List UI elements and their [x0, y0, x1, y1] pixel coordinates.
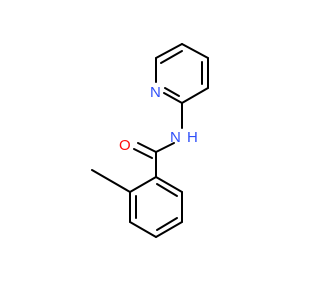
- bond-benzene-1: [155, 176, 183, 193]
- atom-labels: N N H O: [119, 84, 198, 154]
- bond-benzene-6: [129, 176, 157, 193]
- bond-nh-carbonyl: [155, 142, 175, 153]
- atom-label-n-amide: N: [170, 129, 181, 146]
- bond-pyridine-2: [155, 43, 183, 59]
- atom-label-o-carbonyl: O: [119, 137, 131, 154]
- bond-pyridine-2b: [160, 50, 183, 64]
- molecule-structure: N N H O: [91, 43, 209, 238]
- bond-pyridine-6: [163, 92, 183, 104]
- bond-pyridine-6b: [164, 87, 180, 97]
- bond-benzene-3b: [156, 217, 178, 231]
- bond-benzene-4: [129, 221, 157, 238]
- atom-label-n-pyridine: N: [150, 84, 161, 101]
- bond-benzene-1b: [156, 183, 178, 197]
- bond-methyl: [91, 169, 131, 193]
- bond-benzene-3: [155, 221, 183, 238]
- bond-pyridine-5: [181, 87, 209, 104]
- bond-carbonyl-o-2: [133, 148, 153, 159]
- atom-label-h-amide: H: [187, 129, 198, 146]
- bonds: [91, 43, 209, 238]
- bond-pyridine-3: [181, 43, 209, 59]
- bond-carbonyl-o-1: [137, 142, 157, 153]
